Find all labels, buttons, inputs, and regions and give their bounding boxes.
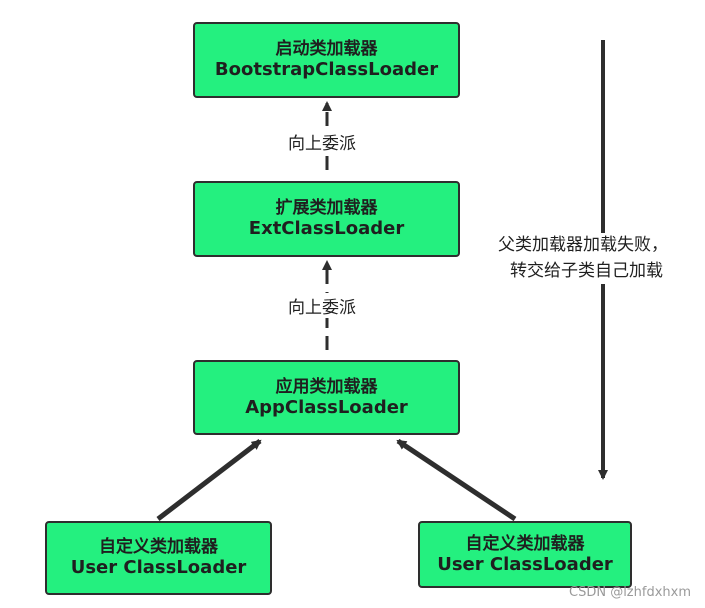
node-name: ExtClassLoader (248, 218, 405, 240)
node-title: 自定义类加载器 (465, 533, 585, 554)
node-title: 启动类加载器 (275, 39, 378, 59)
fallback-note: 父类加载器加载失败， 转交给子类自己加载 (498, 233, 705, 284)
node-name: User ClassLoader (437, 553, 613, 575)
bootstrap-classloader-node: 启动类加载器 BootstrapClassLoader (193, 22, 460, 98)
fallback-note-line: 转交给子类自己加载 (510, 260, 663, 281)
ext-classloader-node: 扩展类加载器 ExtClassLoader (193, 181, 460, 257)
app-classloader-node: 应用类加载器 AppClassLoader (193, 360, 460, 435)
node-title: 扩展类加载器 (275, 198, 378, 218)
node-title: 应用类加载器 (275, 376, 378, 397)
node-name: User ClassLoader (70, 557, 247, 579)
fallback-note-line: 父类加载器加载失败， (498, 235, 668, 255)
user-classloader-node-right: 自定义类加载器 User ClassLoader (418, 521, 632, 588)
delegate-arrow-user-right-to-app (396, 438, 517, 522)
delegate-label: 向上委派 (286, 129, 358, 154)
node-title: 自定义类加载器 (99, 537, 218, 557)
delegate-label: 向上委派 (286, 293, 358, 318)
delegate-arrow-user-left-to-app (156, 439, 262, 521)
node-name: BootstrapClassLoader (214, 59, 439, 81)
user-classloader-node-left: 自定义类加载器 User ClassLoader (45, 521, 272, 595)
watermark: CSDN @lzhfdxhxm (569, 585, 691, 600)
node-name: AppClassLoader (245, 396, 408, 418)
